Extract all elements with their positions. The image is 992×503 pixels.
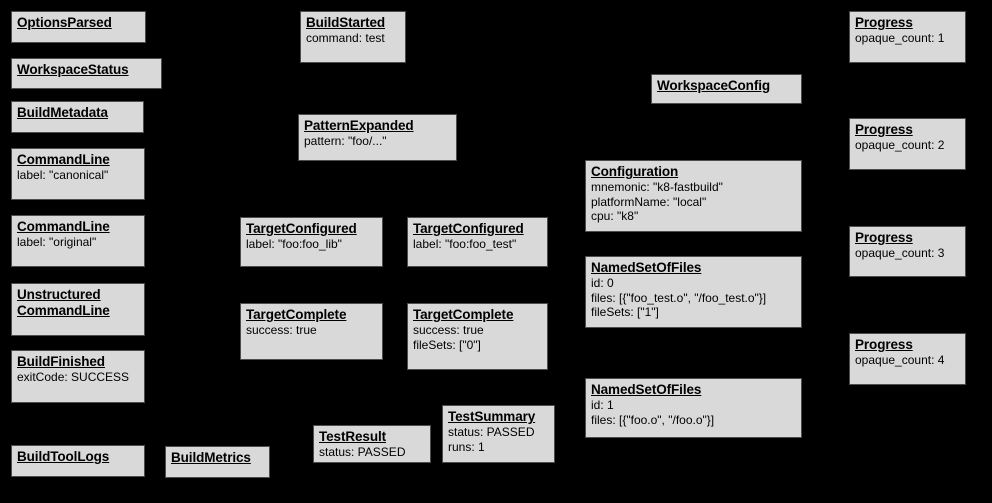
node-field: files: [{"foo_test.o", "/foo_test.o"}] xyxy=(591,290,767,305)
node-fields: exitCode: SUCCESS xyxy=(17,370,139,385)
node-unstructured-command-line[interactable]: Unstructured CommandLine xyxy=(11,283,145,336)
node-field: opaque_count: 4 xyxy=(855,353,945,367)
node-title: BuildToolLogs xyxy=(17,449,110,464)
node-fields: status: PASSED runs: 1 xyxy=(448,425,549,454)
node-field: label: "foo:foo_test" xyxy=(413,237,517,251)
node-target-configured-lib[interactable]: TargetConfigured label: "foo:foo_lib" xyxy=(240,217,383,267)
node-fields: mnemonic: "k8-fastbuild" platformName: "… xyxy=(591,180,796,224)
node-fields: label: "original" xyxy=(17,235,139,250)
node-field: label: "original" xyxy=(17,235,97,249)
node-build-started[interactable]: BuildStarted command: test xyxy=(300,11,406,63)
node-title: Progress xyxy=(855,230,913,245)
node-field: platformName: "local" xyxy=(591,194,707,209)
node-field: opaque_count: 2 xyxy=(855,138,945,152)
node-title: Unstructured CommandLine xyxy=(17,287,110,318)
node-command-line-original[interactable]: CommandLine label: "original" xyxy=(11,215,145,267)
node-field: fileSets: ["0"] xyxy=(413,337,481,352)
node-field: status: PASSED xyxy=(319,445,406,459)
node-title: NamedSetOfFiles xyxy=(591,260,702,275)
node-fields: pattern: "foo/..." xyxy=(304,134,451,149)
node-title: OptionsParsed xyxy=(17,15,112,30)
node-progress-3[interactable]: Progress opaque_count: 3 xyxy=(849,226,966,277)
node-fields: opaque_count: 1 xyxy=(855,31,960,46)
node-title: WorkspaceStatus xyxy=(17,62,129,77)
node-title: CommandLine xyxy=(17,219,110,234)
node-field: mnemonic: "k8-fastbuild" xyxy=(591,180,723,194)
node-field: pattern: "foo/..." xyxy=(304,134,387,148)
node-field: opaque_count: 1 xyxy=(855,31,945,45)
node-title: TargetComplete xyxy=(246,307,347,322)
node-title: Progress xyxy=(855,15,913,30)
node-field: id: 1 xyxy=(591,398,614,412)
node-field: files: [{"foo.o", "/foo.o"}] xyxy=(591,412,715,427)
node-title: TargetConfigured xyxy=(246,221,357,236)
node-field: label: "foo:foo_lib" xyxy=(246,237,342,251)
node-progress-2[interactable]: Progress opaque_count: 2 xyxy=(849,118,966,170)
node-target-complete-test[interactable]: TargetComplete success: true fileSets: [… xyxy=(407,303,548,370)
node-field: exitCode: SUCCESS xyxy=(17,370,130,384)
node-progress-4[interactable]: Progress opaque_count: 4 xyxy=(849,333,966,385)
node-field: fileSets: ["1"] xyxy=(591,305,659,320)
node-named-set-of-files-0[interactable]: NamedSetOfFiles id: 0 files: [{"foo_test… xyxy=(585,256,802,328)
node-fields: id: 0 files: [{"foo_test.o", "/foo_test.… xyxy=(591,276,796,320)
node-fields: id: 1 files: [{"foo.o", "/foo.o"}] xyxy=(591,398,796,427)
node-fields: opaque_count: 2 xyxy=(855,138,960,153)
node-target-complete-lib[interactable]: TargetComplete success: true xyxy=(240,303,383,360)
node-field: runs: 1 xyxy=(448,439,485,454)
node-title: Progress xyxy=(855,122,913,137)
node-title: NamedSetOfFiles xyxy=(591,382,702,397)
node-field: opaque_count: 3 xyxy=(855,246,945,260)
node-target-configured-test[interactable]: TargetConfigured label: "foo:foo_test" xyxy=(407,217,548,267)
node-fields: command: test xyxy=(306,31,400,46)
node-title: BuildMetadata xyxy=(17,105,108,120)
node-title: Progress xyxy=(855,337,913,352)
node-workspace-status[interactable]: WorkspaceStatus xyxy=(11,58,162,89)
node-title: PatternExpanded xyxy=(304,118,414,133)
node-workspace-config[interactable]: WorkspaceConfig xyxy=(651,74,802,104)
node-field: success: true xyxy=(413,323,484,337)
node-title: BuildFinished xyxy=(17,354,105,369)
node-fields: opaque_count: 3 xyxy=(855,246,960,261)
node-field: command: test xyxy=(306,31,385,45)
node-test-summary[interactable]: TestSummary status: PASSED runs: 1 xyxy=(442,405,555,463)
node-fields: success: true fileSets: ["0"] xyxy=(413,323,542,352)
node-command-line-canonical[interactable]: CommandLine label: "canonical" xyxy=(11,148,145,200)
node-title: WorkspaceConfig xyxy=(657,78,771,93)
node-title: BuildStarted xyxy=(306,15,386,30)
node-field: success: true xyxy=(246,323,317,337)
node-progress-1[interactable]: Progress opaque_count: 1 xyxy=(849,11,966,63)
node-fields: status: PASSED xyxy=(319,445,425,460)
node-field: id: 0 xyxy=(591,276,614,290)
node-pattern-expanded[interactable]: PatternExpanded pattern: "foo/..." xyxy=(298,114,457,161)
node-fields: success: true xyxy=(246,323,377,338)
node-build-metrics[interactable]: BuildMetrics xyxy=(165,446,270,478)
node-field: cpu: "k8" xyxy=(591,209,639,224)
node-title: TestResult xyxy=(319,429,387,444)
node-field: label: "canonical" xyxy=(17,168,109,182)
node-configuration[interactable]: Configuration mnemonic: "k8-fastbuild" p… xyxy=(585,160,802,232)
node-test-result[interactable]: TestResult status: PASSED xyxy=(313,425,431,463)
node-title: Configuration xyxy=(591,164,679,179)
node-fields: opaque_count: 4 xyxy=(855,353,960,368)
node-build-tool-logs[interactable]: BuildToolLogs xyxy=(11,445,145,477)
node-fields: label: "foo:foo_test" xyxy=(413,237,542,252)
node-named-set-of-files-1[interactable]: NamedSetOfFiles id: 1 files: [{"foo.o", … xyxy=(585,378,802,438)
node-title: TargetComplete xyxy=(413,307,514,322)
node-title: CommandLine xyxy=(17,152,110,167)
node-build-finished[interactable]: BuildFinished exitCode: SUCCESS xyxy=(11,350,145,403)
node-field: status: PASSED xyxy=(448,425,535,439)
node-build-metadata[interactable]: BuildMetadata xyxy=(11,101,144,133)
node-title: TargetConfigured xyxy=(413,221,524,236)
node-fields: label: "foo:foo_lib" xyxy=(246,237,377,252)
node-fields: label: "canonical" xyxy=(17,168,139,183)
node-options-parsed[interactable]: OptionsParsed xyxy=(11,11,146,43)
node-title: TestSummary xyxy=(448,409,536,424)
node-title: BuildMetrics xyxy=(171,450,251,465)
